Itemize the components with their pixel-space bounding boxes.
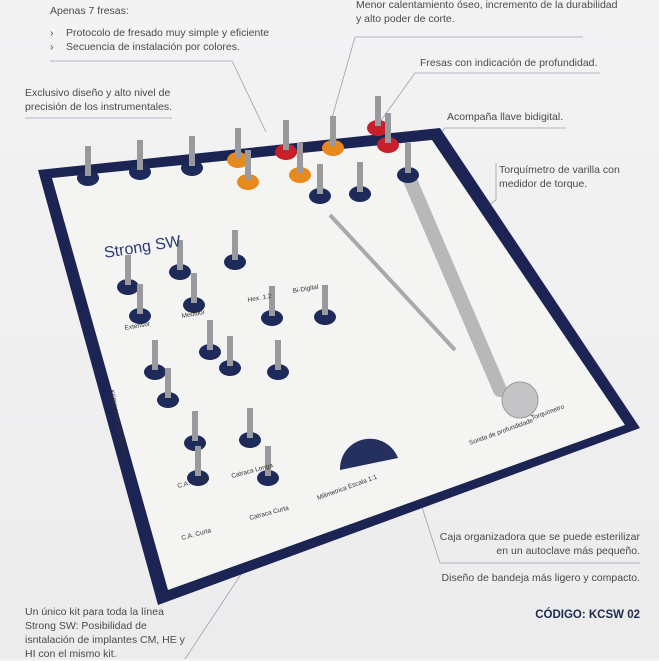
drill-bit [207,320,213,350]
drill-holder [309,188,331,204]
drill-bit [165,368,171,398]
llave-note: Acompaña llave bidigital. [447,111,564,123]
kit-note: Un único kit para toda la línea Strong S… [25,605,185,661]
kit-line: Strong SW: Posibilidad de [25,620,147,632]
product-code: CÓDIGO: KCSW 02 [535,609,640,621]
drill-holder [129,308,151,324]
fresas-bullets: Protocolo de fresado muy simple y eficie… [50,26,269,54]
caja-line: en un autoclave más pequeño. [496,545,640,557]
label-bidigital: Bi-Digital [292,283,319,295]
drill-holder [227,152,249,168]
drill-holder [144,364,166,380]
drill-holder [181,160,203,176]
drill-bit [269,286,275,316]
drill-holder [239,432,261,448]
torquimetro-note: Torquímetro de varilla con medidor de to… [499,163,620,191]
drill-bit [152,340,158,370]
drill-bit [189,136,195,166]
drill-holder [199,344,221,360]
drill-holder [183,297,205,313]
calentamiento-line: Menor calentamiento óseo, incremento de … [356,0,618,11]
drill-bit [322,285,328,315]
drill-bit [297,143,303,173]
drill-bit [192,411,198,441]
drill-holder [77,170,99,186]
drill-bit [227,336,233,366]
drill-holder [224,254,246,270]
drill-bit [235,128,241,158]
drill-bit [283,120,289,150]
drill-bit [330,116,336,146]
drill-holder [187,470,209,486]
drill-bit [137,140,143,170]
fresas-bullet: Secuencia de instalación por colores. [50,40,269,54]
label-medidor: Medidor [181,309,206,320]
drill-holder [267,364,289,380]
drill-holder [349,186,371,202]
calentamiento-line: y alto poder de corte. [356,13,455,25]
profundidad-note: Fresas con indicación de profundidad. [420,57,598,69]
drill-holder [169,264,191,280]
drill-bit [85,146,91,176]
drill-holder [257,470,279,486]
diseno-line: precisión de los instrumentales. [25,101,173,113]
caja-line: Caja organizadora que se puede esteriliz… [439,531,640,543]
drill-bit [191,273,197,303]
diseno-note: Exclusivo diseño y alto nivel de precisi… [25,86,172,114]
caja-note: Caja organizadora que se puede esteriliz… [440,530,640,558]
drill-bit [125,255,131,285]
kit-line: HI con el mismo kit. [25,648,117,660]
calentamiento-note: Menor calentamiento óseo, incremento de … [356,0,618,26]
drill-bit [247,408,253,438]
callout-lines [25,36,640,659]
drill-bit [275,340,281,370]
drill-bit [357,162,363,192]
torquimetro-line: medidor de torque. [499,178,588,190]
drill-holder [219,360,241,376]
drill-holder [157,392,179,408]
drill-holder [367,120,389,136]
drill-bit [232,230,238,260]
drill-bit [195,446,201,476]
drill-bit [375,96,381,126]
drill-holder [397,167,419,183]
drill-holder [377,137,399,153]
drill-holder [289,167,311,183]
drill-holder [237,174,259,190]
drill-holder [129,164,151,180]
label-extensor: Extensor [124,320,151,331]
drill-bit [245,150,251,180]
fresas-bullet: Protocolo de fresado muy simple y eficie… [50,26,269,40]
drill-holder [275,144,297,160]
drill-bit [405,143,411,173]
drill-holder [117,279,139,295]
drill-holder [261,310,283,326]
drill-holder [314,309,336,325]
torque-wrench [328,173,539,419]
torquimetro-line: Torquímetro de varilla con [499,164,620,176]
drill-bit [177,240,183,270]
drill-bit [385,113,391,143]
drill-bit [317,164,323,194]
kit-line: isntalación de implantes CM, HE y [25,634,185,646]
drill-bit [265,446,271,476]
drill-holder [322,140,344,156]
fresas-title: Apenas 7 fresas: [50,5,129,17]
bandeja-note: Diseño de bandeja más ligero y compacto. [441,572,640,584]
drill-bit [137,284,143,314]
diseno-line: Exclusivo diseño y alto nivel de [25,87,171,99]
label-hex: Hex. 1.2 [247,293,272,304]
kit-line: Un único kit para toda la línea [25,606,164,618]
